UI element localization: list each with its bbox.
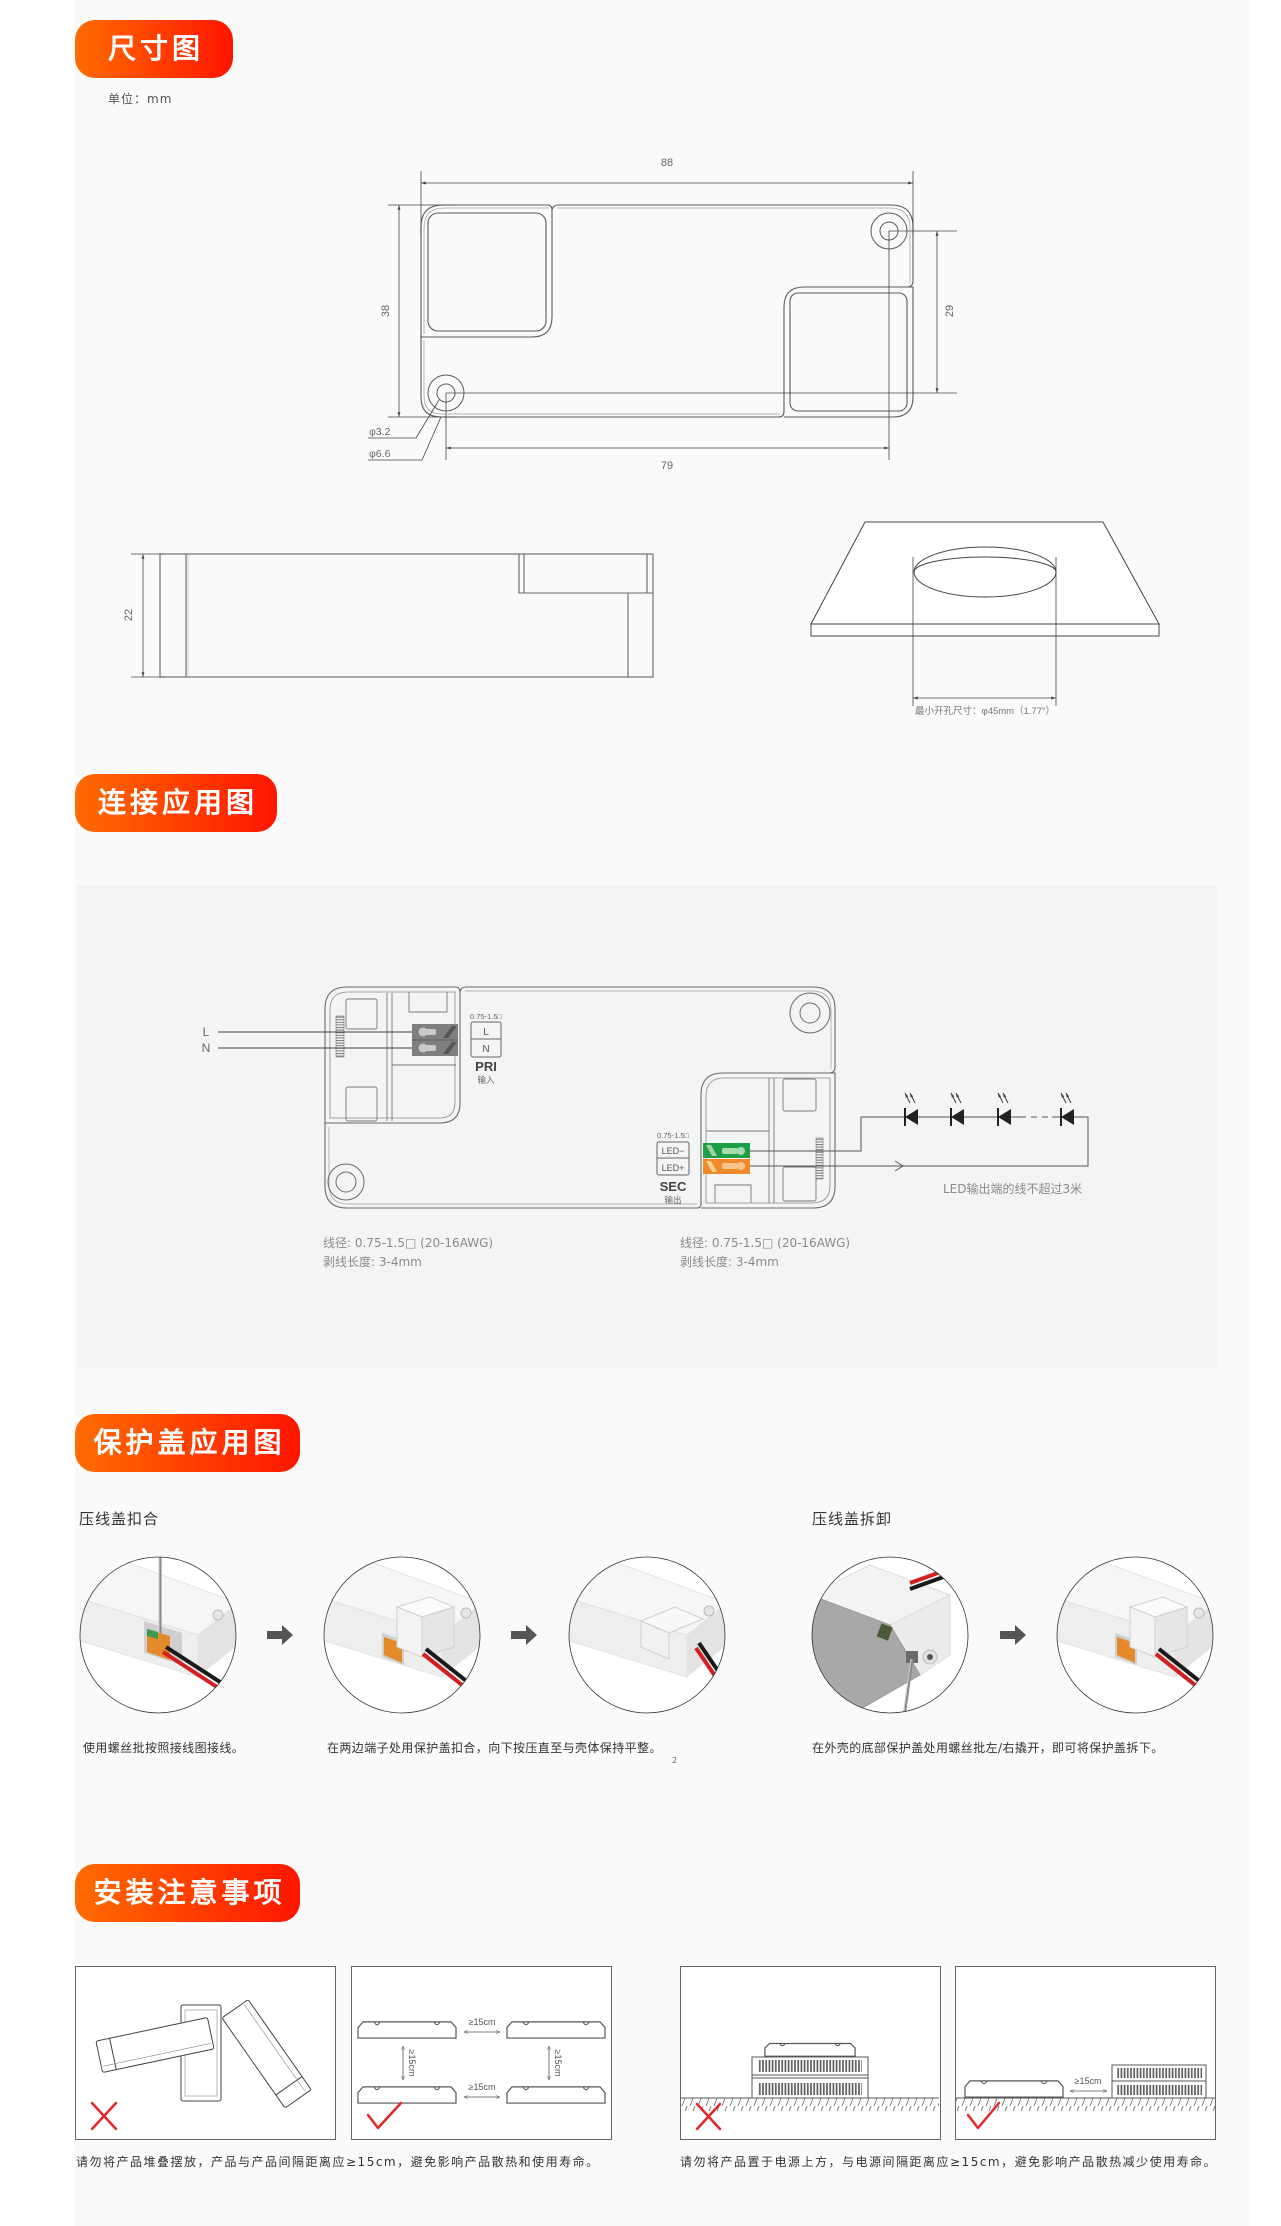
section-title-connection: 连接应用图	[75, 774, 277, 832]
side-view-outline	[159, 553, 654, 678]
cross-icon	[90, 2101, 118, 2131]
panel-cutout-drawing	[810, 521, 1160, 706]
section-title-installation: 安装注意事项	[75, 1864, 300, 1922]
next-step-arrow-icon	[1000, 1625, 1026, 1645]
pri-terminal-n: N	[482, 1044, 489, 1055]
remove-caption: 在外壳的底部保护盖处用螺丝批左/右撬开，即可将保护盖拆下。	[812, 1741, 1164, 1755]
input-wire-gauge-spec: 线径: 0.75-1.5□ (20-16AWG)	[323, 1236, 494, 1250]
check-icon	[366, 2101, 403, 2130]
dimension-drawings: 88 38 29 79 φ3.2 φ6.6 22	[123, 157, 1160, 717]
hole-outer-diameter-label: φ6.6	[369, 448, 391, 460]
led-diode-icon	[904, 1092, 918, 1126]
pri-label: PRI	[475, 1059, 497, 1074]
cover-steps-illustrations	[79, 1556, 1214, 1714]
output-compartment-details	[706, 1078, 817, 1203]
height-dimension-label: 22	[123, 609, 135, 621]
unit-label: 单位：mm	[108, 92, 173, 106]
cross-icon	[695, 2102, 722, 2131]
spacing-label-bottom: ≥15cm	[469, 2082, 496, 2092]
install-caption-power-supply: 请勿将产品置于电源上方，与电源间隔距离应≥15cm，避免影响产品散热减少使用寿命…	[680, 2155, 1218, 2169]
sec-gauge-label: 0.75-1.5□	[657, 1131, 690, 1140]
install-caption-stacking: 请勿将产品堆叠摆放，产品与产品间隔距离应≥15cm，避免影响产品散热和使用寿命。	[76, 2155, 600, 2169]
pri-gauge-label: 0.75-1.5□	[470, 1012, 503, 1021]
pri-terminal-label: 0.75-1.5□ L N PRI 输入	[470, 1012, 503, 1085]
installation-illustrations: ≥15cm ≥15cm ≥15cm ≥15cm	[90, 1999, 1215, 2131]
led-cable-length-note: LED输出端的线不超过3米	[943, 1182, 1083, 1196]
spacing-label-left: ≥15cm	[407, 2050, 417, 2077]
led-string	[904, 1092, 1074, 1126]
width-dimension-label: 38	[380, 305, 392, 317]
sec-terminal-led-plus: LED+	[662, 1163, 685, 1173]
hole-inner-diameter-label: φ3.2	[369, 426, 391, 438]
mounting-hole-top-right	[789, 992, 831, 1034]
length-dimension-label: 88	[661, 157, 673, 169]
output-terminal-block	[703, 1143, 750, 1174]
next-step-arrow-icon	[511, 1625, 537, 1645]
step-cover-removed-illustration	[1056, 1556, 1214, 1714]
hole-pitch-x-label: 79	[661, 460, 673, 472]
led-diode-icon	[997, 1092, 1011, 1126]
sec-terminal-label: 0.75-1.5□ LED− LED+ SEC 输出	[656, 1131, 690, 1205]
step1-caption: 使用螺丝批按照接线图接线。	[83, 1741, 245, 1755]
product-above-power-supply-illustration	[681, 2042, 939, 2111]
stacked-products-illustration	[95, 1999, 311, 2108]
pri-terminal-l: L	[483, 1027, 489, 1038]
input-wires	[218, 1031, 414, 1049]
pri-sublabel: 输入	[477, 1075, 495, 1085]
assemble-heading: 压线盖扣合	[79, 1510, 160, 1528]
live-wire-label: L	[203, 1025, 210, 1039]
check-icon	[966, 2101, 1001, 2130]
remove-heading: 压线盖拆卸	[812, 1510, 893, 1528]
current-direction-arrow-icon	[894, 1160, 904, 1172]
product-beside-power-supply-illustration	[956, 2064, 1215, 2111]
connection-diagram-panel	[77, 885, 1217, 1368]
input-strip-length-spec: 剥线长度: 3-4mm	[323, 1255, 422, 1269]
sec-terminal-led-minus: LED−	[662, 1146, 685, 1156]
next-step-arrow-icon	[267, 1625, 293, 1645]
led-diode-icon	[950, 1092, 964, 1126]
spacing-label-power-supply: ≥15cm	[1075, 2076, 1102, 2086]
sec-sublabel: 输出	[664, 1195, 681, 1205]
mounting-hole-bottom-left	[327, 1163, 365, 1201]
top-view-outline	[420, 204, 914, 418]
step2-caption: 在两边端子处用保护盖扣合，向下按压直至与壳体保持平整。	[327, 1741, 662, 1755]
connection-diagram: L N 0.75-1.5□ L N PRI 输入	[202, 986, 1089, 1209]
led-output-wiring	[750, 1116, 1089, 1172]
section-title-cover: 保护盖应用图	[75, 1414, 300, 1472]
output-wire-gauge-spec: 线径: 0.75-1.5□ (20-16AWG)	[680, 1236, 851, 1250]
input-compartment-details	[345, 992, 456, 1122]
step-wiring-illustration	[79, 1556, 237, 1714]
output-connector-comb	[815, 1137, 824, 1180]
spaced-products-illustration	[357, 2021, 606, 2104]
spacing-label-top: ≥15cm	[469, 2017, 496, 2027]
sec-label: SEC	[660, 1179, 687, 1194]
step-cover-closed-illustration	[568, 1556, 726, 1714]
cutout-size-note: 最小开孔尺寸：φ45mm（1.77"）	[915, 705, 1055, 717]
input-connector-comb	[335, 1015, 345, 1058]
side-view-dimension-lines	[131, 553, 165, 678]
led-diode-icon	[1060, 1092, 1074, 1126]
output-strip-length-spec: 剥线长度: 3-4mm	[680, 1255, 779, 1269]
hole-pitch-y-label: 29	[944, 305, 956, 317]
spacing-label-right: ≥15cm	[553, 2050, 563, 2077]
input-terminal-block	[412, 1024, 458, 1056]
section-title-dimensions: 尺寸图	[75, 20, 233, 78]
step-cover-attach-illustration	[323, 1556, 481, 1714]
step2-caption-suffix: 2	[672, 1756, 678, 1765]
top-view-dimension-lines	[368, 171, 957, 461]
driver-outline	[324, 986, 836, 1209]
step-cover-remove-illustration	[811, 1556, 969, 1714]
neutral-wire-label: N	[202, 1041, 211, 1055]
